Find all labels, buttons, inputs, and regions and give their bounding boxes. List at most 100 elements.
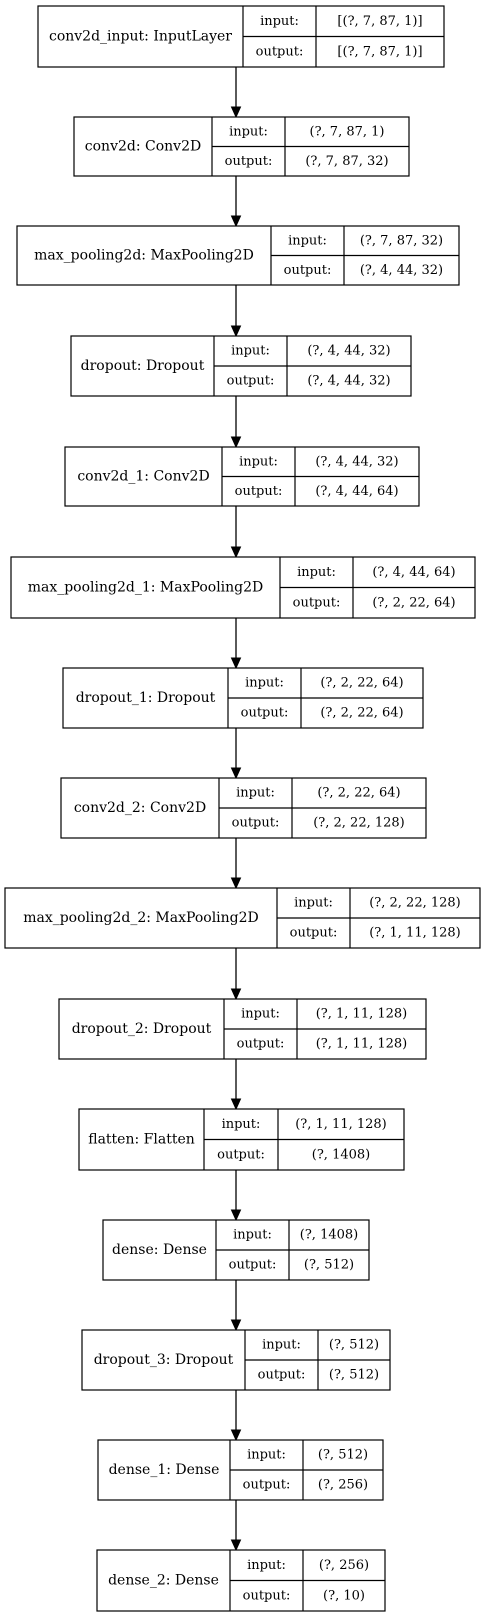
layer-name: dropout_3: Dropout bbox=[94, 1352, 234, 1368]
output-label: output: bbox=[232, 816, 280, 831]
output-shape: (?, 10) bbox=[323, 1588, 365, 1603]
layer-name: dropout_2: Dropout bbox=[72, 1021, 212, 1037]
input-shape: (?, 512) bbox=[318, 1448, 368, 1463]
input-label: input: bbox=[288, 233, 327, 248]
input-label: input: bbox=[247, 1558, 286, 1573]
input-label: input: bbox=[239, 454, 278, 469]
output-shape: (?, 4, 44, 32) bbox=[307, 374, 390, 389]
arrow-head bbox=[230, 657, 242, 670]
arrow-head bbox=[230, 106, 242, 119]
input-shape: (?, 2, 22, 128) bbox=[369, 896, 461, 911]
input-label: input: bbox=[247, 1448, 286, 1463]
input-shape: (?, 7, 87, 1) bbox=[310, 124, 385, 139]
edge-arrow bbox=[230, 285, 242, 338]
input-label: input: bbox=[297, 565, 336, 580]
layer-name: conv2d_input: InputLayer bbox=[49, 29, 232, 45]
edge-arrow bbox=[230, 1059, 242, 1111]
input-shape: (?, 7, 87, 32) bbox=[360, 233, 443, 248]
layer-node: conv2d_2: Conv2D input: output: (?, 2, 22, … bbox=[60, 777, 427, 839]
output-label: output: bbox=[256, 44, 304, 59]
output-label: output: bbox=[290, 926, 338, 941]
input-label: input: bbox=[233, 1228, 272, 1243]
arrow-head bbox=[230, 215, 242, 228]
layer-name: conv2d_1: Conv2D bbox=[77, 469, 209, 485]
output-shape: (?, 1408) bbox=[312, 1147, 370, 1162]
edge-arrow bbox=[230, 1500, 242, 1552]
layer-name: conv2d_2: Conv2D bbox=[74, 800, 206, 816]
output-label: output: bbox=[237, 1037, 285, 1052]
output-label: output: bbox=[243, 1588, 291, 1603]
layer-name: dropout: Dropout bbox=[81, 358, 205, 374]
layer-node: conv2d_input: InputLayer input: output: [(?… bbox=[37, 5, 445, 68]
input-label: input: bbox=[229, 124, 268, 139]
input-label: input: bbox=[236, 786, 275, 801]
output-label: output: bbox=[258, 1368, 306, 1383]
layer-name: dropout_1: Dropout bbox=[76, 690, 216, 706]
arrow-head bbox=[230, 988, 242, 1001]
input-label: input: bbox=[260, 14, 299, 29]
arrow-head bbox=[230, 767, 242, 780]
input-shape: (?, 2, 22, 64) bbox=[317, 786, 400, 801]
layer-node: flatten: Flatten input: output: (?, 1, 11, … bbox=[78, 1108, 405, 1171]
arrow-head bbox=[230, 1209, 242, 1222]
layer-name: dense_2: Dense bbox=[108, 1573, 219, 1589]
edge-arrow bbox=[230, 1390, 242, 1442]
output-shape: (?, 256) bbox=[318, 1478, 368, 1493]
output-shape: (?, 1, 11, 128) bbox=[369, 926, 461, 941]
output-label: output: bbox=[293, 595, 341, 610]
output-label: output: bbox=[229, 1258, 277, 1273]
output-shape: (?, 2, 22, 64) bbox=[320, 706, 403, 721]
arrow-head bbox=[230, 1319, 242, 1332]
input-shape: (?, 1, 11, 128) bbox=[295, 1117, 387, 1132]
output-label: output: bbox=[217, 1147, 265, 1162]
edge-arrow bbox=[230, 176, 242, 228]
edge-arrow bbox=[230, 1170, 242, 1222]
arrow-head bbox=[230, 1539, 242, 1552]
layer-node: dense_1: Dense input: output: (?, 512) (?, 2… bbox=[97, 1439, 384, 1501]
input-label: input: bbox=[245, 676, 284, 691]
layer-name: dense: Dense bbox=[112, 1242, 207, 1258]
layer-name: conv2d: Conv2D bbox=[85, 139, 201, 155]
output-label: output: bbox=[243, 1478, 291, 1493]
layer-node: max_pooling2d: MaxPooling2D input: output:… bbox=[16, 225, 460, 286]
output-shape: (?, 4, 44, 64) bbox=[315, 484, 398, 499]
edge-arrow bbox=[230, 396, 242, 449]
arrow-head bbox=[230, 546, 242, 559]
edge-arrow bbox=[230, 618, 242, 670]
input-label: input: bbox=[262, 1338, 301, 1353]
layer-name: max_pooling2d: MaxPooling2D bbox=[34, 248, 254, 264]
output-shape: (?, 2, 22, 64) bbox=[372, 595, 455, 610]
layer-node: max_pooling2d_1: MaxPooling2D input: outpu… bbox=[10, 556, 476, 619]
input-shape: (?, 256) bbox=[319, 1558, 369, 1573]
input-shape: (?, 4, 44, 32) bbox=[307, 344, 390, 359]
input-label: input: bbox=[231, 344, 270, 359]
edge-arrow bbox=[230, 728, 242, 780]
layer-node: conv2d: Conv2D input: output: (?, 7, 87, 1)… bbox=[73, 116, 410, 177]
output-label: output: bbox=[284, 263, 332, 278]
edge-arrow bbox=[230, 838, 242, 890]
edge-arrow bbox=[230, 506, 242, 559]
input-label: input: bbox=[222, 1117, 261, 1132]
layer-name: dense_1: Dense bbox=[109, 1462, 220, 1478]
output-shape: [(?, 7, 87, 1)] bbox=[337, 44, 422, 59]
output-shape: (?, 1, 11, 128) bbox=[316, 1037, 408, 1052]
input-shape: (?, 4, 44, 64) bbox=[372, 565, 455, 580]
output-shape: (?, 512) bbox=[304, 1258, 354, 1273]
output-shape: (?, 512) bbox=[329, 1368, 379, 1383]
output-shape: (?, 2, 22, 128) bbox=[313, 816, 405, 831]
output-label: output: bbox=[235, 484, 283, 499]
input-shape: [(?, 7, 87, 1)] bbox=[337, 14, 422, 29]
input-shape: (?, 2, 22, 64) bbox=[320, 676, 403, 691]
output-label: output: bbox=[225, 154, 273, 169]
layer-name: max_pooling2d_1: MaxPooling2D bbox=[28, 580, 264, 596]
layer-name: max_pooling2d_2: MaxPooling2D bbox=[23, 910, 259, 926]
edge-arrow bbox=[230, 1280, 242, 1332]
layer-name: flatten: Flatten bbox=[88, 1132, 195, 1148]
layer-node: conv2d_1: Conv2D input: output: (?, 4, 44, … bbox=[64, 446, 420, 507]
input-shape: (?, 4, 44, 32) bbox=[315, 454, 398, 469]
output-shape: (?, 7, 87, 32) bbox=[305, 154, 388, 169]
